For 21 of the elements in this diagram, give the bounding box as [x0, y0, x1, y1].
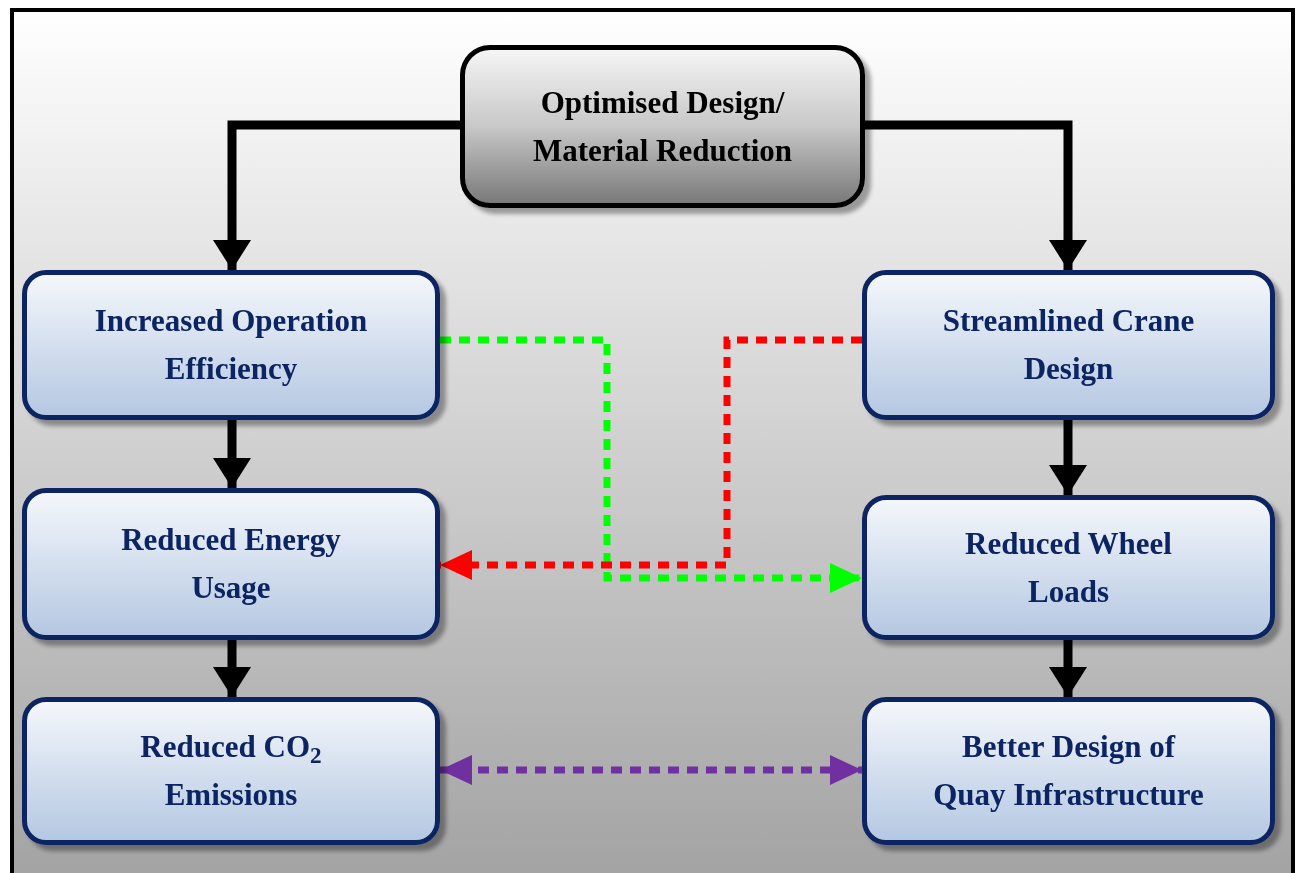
arrow: [213, 640, 251, 697]
box-label: Increased Operation Efficiency: [93, 302, 369, 388]
dashed-arrow: [440, 755, 862, 785]
process-box: [862, 270, 1275, 420]
box-label: Reduced CO$_{2}$ Emissions: [139, 728, 323, 814]
box-label: Reduced Wheel Loads: [964, 524, 1173, 611]
arrow: [1049, 640, 1087, 697]
arrow: [213, 420, 251, 488]
arrow: [865, 120, 1087, 270]
source-box: [460, 45, 865, 208]
process-box: [22, 270, 440, 420]
box-label: Optimised Design/ Material Reduction: [531, 83, 794, 170]
arrow: [1049, 420, 1087, 495]
box-label: Better Design of Quay Infrastructure: [932, 728, 1205, 814]
process-box: [862, 495, 1275, 640]
arrow: [213, 120, 460, 270]
process-box: [22, 488, 440, 640]
process-box: [22, 697, 440, 845]
box-label: Reduced Energy Usage: [120, 521, 342, 607]
box-label: Streamlined Crane Design: [941, 302, 1196, 388]
process-box: [862, 697, 1275, 845]
